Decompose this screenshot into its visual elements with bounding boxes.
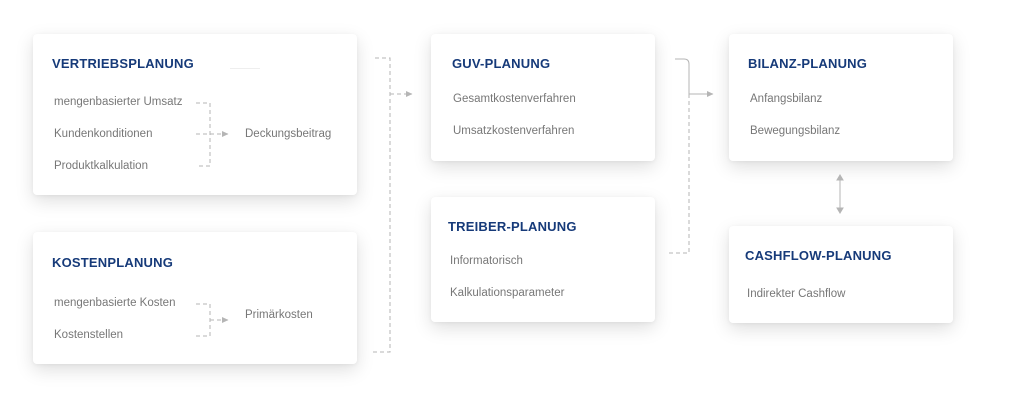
card-title: KOSTENPLANUNG — [52, 255, 174, 270]
list-item: Gesamtkostenverfahren — [453, 93, 576, 105]
card-title: VERTRIEBSPLANUNG — [52, 56, 194, 71]
list-item: Kundenkonditionen — [54, 128, 153, 140]
list-item: mengenbasierte Kosten — [54, 297, 176, 309]
card-guv-planung: GUV-PLANUNG Gesamtkostenverfahren Umsatz… — [431, 34, 655, 161]
list-item: Umsatzkostenverfahren — [453, 125, 575, 137]
card-title: CASHFLOW-PLANUNG — [745, 248, 892, 263]
bracket-left-to-guv — [372, 57, 391, 353]
list-item: mengenbasierter Umsatz — [54, 96, 183, 108]
list-item: Indirekter Cashflow — [747, 288, 846, 300]
list-item: Kalkulationsparameter — [450, 287, 565, 299]
result-label: Deckungsbeitrag — [245, 128, 332, 140]
card-title: TREIBER-PLANUNG — [448, 219, 577, 234]
card-kostenplanung: KOSTENPLANUNG mengenbasierte Kosten Kost… — [33, 232, 357, 364]
card-cashflow-planung: CASHFLOW-PLANUNG Indirekter Cashflow — [729, 226, 953, 323]
guv-to-bilanz-line — [675, 58, 690, 94]
card-title: GUV-PLANUNG — [452, 56, 551, 71]
list-item: Bewegungsbilanz — [750, 125, 841, 137]
card-title: BILANZ-PLANUNG — [748, 56, 868, 71]
list-item: Kostenstellen — [54, 329, 124, 341]
card-treiber-planung: TREIBER-PLANUNG Informatorisch Kalkulati… — [431, 197, 655, 322]
card-bilanz-planung: BILANZ-PLANUNG Anfangsbilanz Bewegungsbi… — [729, 34, 953, 161]
card-vertriebsplanung: VERTRIEBSPLANUNG mengenbasierter Umsatz … — [33, 34, 357, 195]
divider — [230, 68, 260, 69]
list-item: Informatorisch — [450, 255, 523, 267]
list-item: Produktkalkulation — [54, 160, 148, 172]
list-item: Anfangsbilanz — [750, 93, 823, 105]
result-label: Primärkosten — [245, 309, 313, 321]
